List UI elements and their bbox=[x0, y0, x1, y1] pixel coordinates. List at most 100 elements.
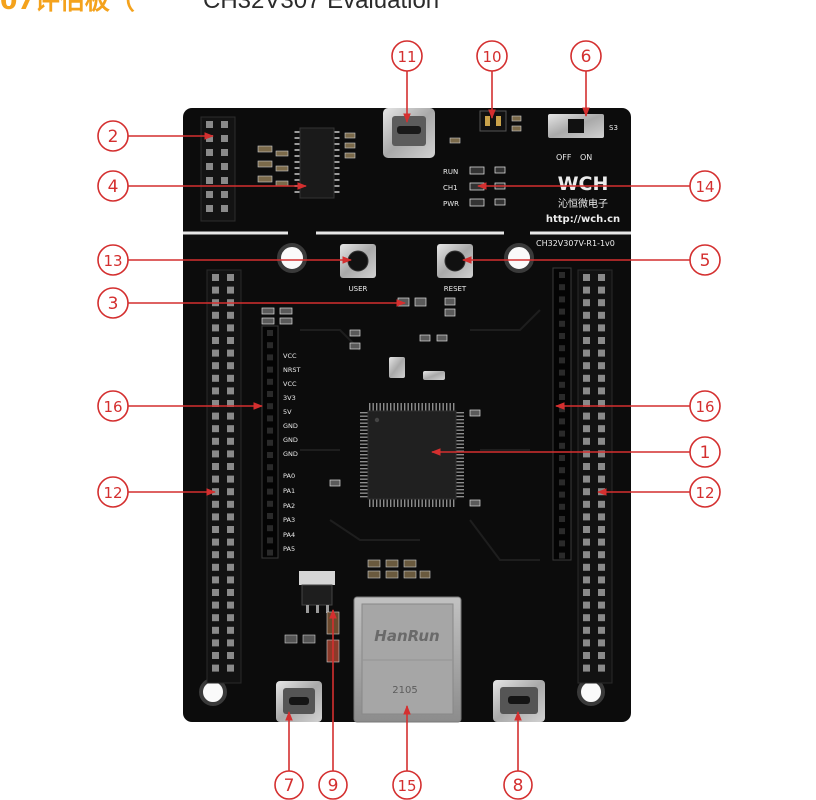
header-pin bbox=[212, 324, 219, 332]
voltage-regulator bbox=[299, 571, 335, 613]
callout-number: 14 bbox=[695, 178, 714, 196]
header-pin bbox=[212, 664, 219, 672]
header-pin bbox=[227, 639, 234, 647]
header-pin bbox=[583, 450, 590, 458]
header-pin bbox=[583, 337, 590, 344]
callout-number: 8 bbox=[513, 776, 524, 796]
pin-label: PA3 bbox=[283, 516, 295, 524]
header-pin bbox=[559, 430, 565, 437]
switch-on-label: ON bbox=[580, 153, 592, 162]
header-pin bbox=[267, 488, 273, 495]
header-pin bbox=[598, 374, 605, 382]
header-pin bbox=[227, 362, 234, 370]
switch-ref: S3 bbox=[609, 124, 618, 132]
callout-number: 2 bbox=[108, 127, 119, 147]
header-pin bbox=[559, 528, 565, 535]
callout-number: 9 bbox=[328, 776, 339, 796]
boot-jumper bbox=[479, 110, 507, 132]
header-pin bbox=[212, 374, 219, 382]
header-pin bbox=[559, 296, 565, 303]
header-pin bbox=[583, 576, 590, 584]
header-pin bbox=[206, 121, 213, 128]
header-pin bbox=[227, 349, 234, 357]
header-pin bbox=[559, 516, 565, 522]
brand-url: http://wch.cn bbox=[546, 214, 620, 225]
header-pin bbox=[227, 425, 234, 433]
header-pin bbox=[598, 664, 605, 672]
header-pin bbox=[227, 500, 234, 508]
callout-status-leds: 14 bbox=[689, 170, 721, 202]
callout-debug-header: 2 bbox=[97, 120, 129, 152]
header-pin bbox=[227, 576, 234, 584]
header-pin bbox=[227, 463, 234, 470]
switch-off-label: OFF bbox=[556, 153, 572, 162]
header-pin bbox=[227, 488, 234, 496]
header-pin bbox=[583, 299, 590, 307]
header-pin bbox=[583, 652, 590, 659]
header-pin bbox=[267, 427, 273, 434]
header-pin bbox=[598, 463, 605, 470]
left-pin-header bbox=[206, 269, 242, 684]
header-pin bbox=[221, 191, 228, 198]
callout-number: 11 bbox=[397, 48, 416, 66]
header-pin bbox=[598, 551, 605, 559]
header-pin bbox=[598, 576, 605, 584]
header-pin bbox=[212, 425, 219, 433]
header-pin bbox=[583, 311, 590, 319]
callout-number: 16 bbox=[103, 398, 122, 416]
header-pin bbox=[583, 274, 590, 281]
header-pin bbox=[598, 362, 605, 370]
header-pin bbox=[212, 387, 219, 395]
pin-label: PA4 bbox=[283, 531, 295, 539]
header-pin bbox=[559, 503, 565, 510]
header-pin bbox=[212, 551, 219, 559]
header-pin bbox=[583, 589, 590, 596]
header-pin bbox=[559, 357, 565, 364]
header-pin bbox=[583, 286, 590, 294]
header-pin bbox=[598, 274, 605, 281]
header-pin bbox=[598, 500, 605, 508]
header-pin bbox=[227, 601, 234, 609]
callout-power-switch: 6 bbox=[570, 40, 602, 72]
header-pin bbox=[583, 425, 590, 433]
header-pin bbox=[598, 437, 605, 445]
header-pin bbox=[583, 639, 590, 647]
pin-label: 3V3 bbox=[283, 394, 296, 402]
pin-label: GND bbox=[283, 422, 298, 430]
header-pin bbox=[267, 378, 273, 385]
header-pin bbox=[559, 394, 565, 400]
pin-label: VCC bbox=[283, 380, 297, 388]
callout-number: 12 bbox=[695, 484, 714, 502]
header-pin bbox=[583, 614, 590, 622]
callout-right-female-header: 16 bbox=[689, 390, 721, 422]
header-pin bbox=[212, 286, 219, 294]
header-pin bbox=[227, 437, 234, 445]
callout-number: 5 bbox=[700, 251, 711, 271]
pin-label: PA2 bbox=[283, 502, 295, 510]
left-female-header bbox=[261, 325, 279, 559]
pin-label: GND bbox=[283, 436, 298, 444]
pin-label: 5V bbox=[283, 408, 292, 416]
header-pin bbox=[227, 513, 234, 521]
header-pin bbox=[212, 450, 219, 458]
header-pin bbox=[598, 400, 605, 407]
header-pin bbox=[227, 626, 234, 634]
header-pin bbox=[267, 403, 273, 410]
callout-reset-button: 5 bbox=[689, 244, 721, 276]
callout-number: 12 bbox=[103, 484, 122, 502]
usb-c-bottom-left-connector bbox=[276, 681, 322, 722]
ethernet-brand: HanRun bbox=[374, 627, 439, 645]
header-pin bbox=[583, 563, 590, 571]
header-pin bbox=[212, 513, 219, 521]
header-pin bbox=[598, 626, 605, 634]
header-pin bbox=[598, 286, 605, 294]
header-pin bbox=[598, 538, 605, 546]
header-pin bbox=[583, 626, 590, 634]
callout-number: 6 bbox=[581, 47, 592, 67]
header-pin bbox=[206, 149, 213, 156]
header-pin bbox=[559, 552, 565, 559]
header-pin bbox=[212, 437, 219, 445]
header-pin bbox=[583, 362, 590, 370]
header-pin bbox=[267, 366, 273, 373]
